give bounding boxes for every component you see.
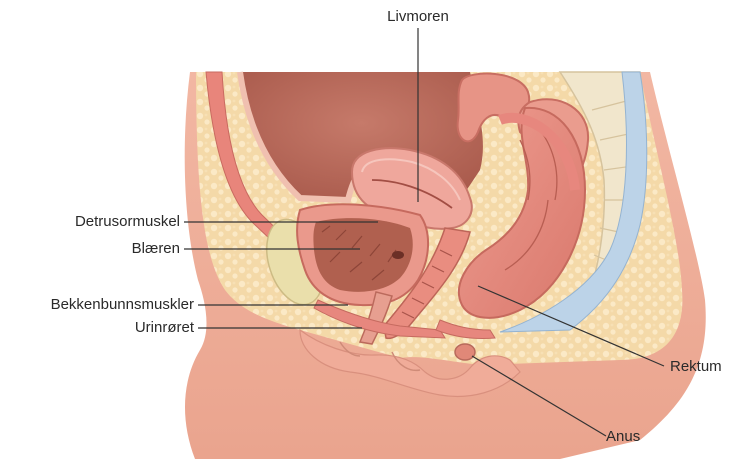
ureter-opening (392, 251, 404, 259)
label-detrusor: Detrusormuskel (75, 213, 180, 231)
anus (455, 344, 475, 360)
label-pelvic-floor: Bekkenbunnsmuskler (51, 296, 194, 314)
label-bladder: Blæren (132, 240, 180, 258)
label-rectum: Rektum (670, 358, 722, 376)
label-urethra: Urinrøret (135, 319, 194, 337)
label-uterus: Livmoren (387, 8, 449, 26)
label-anus: Anus (606, 428, 640, 446)
